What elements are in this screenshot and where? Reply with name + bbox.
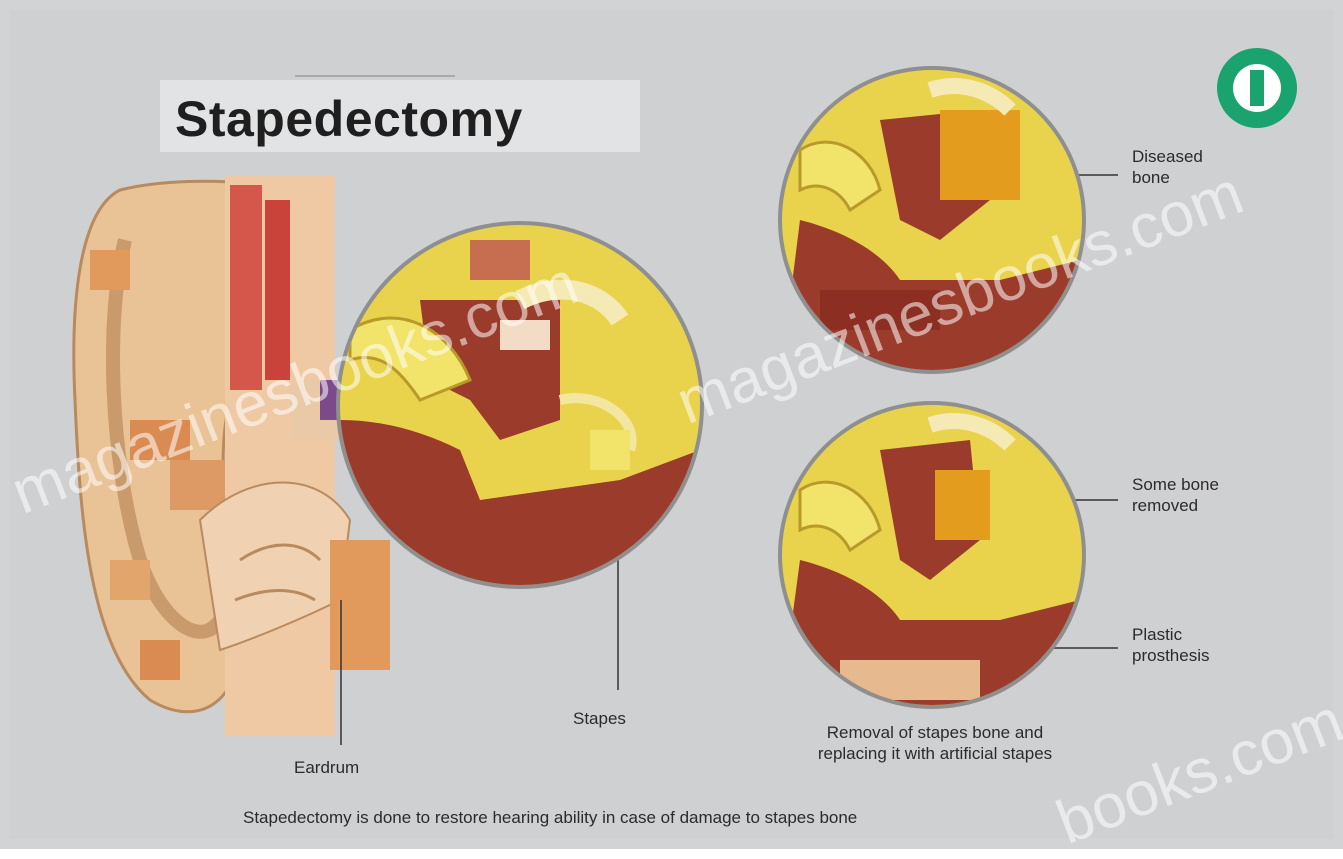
removal-caption: Removal of stapes bone and replacing it …	[760, 722, 1110, 764]
label-eardrum: Eardrum	[294, 757, 359, 778]
label-plastic-prosthesis: Plastic prosthesis	[1132, 624, 1209, 666]
page-title: Stapedectomy	[175, 90, 523, 148]
label-some-bone-removed: Some bone removed	[1132, 474, 1219, 516]
label-diseased-bone: Diseased bone	[1132, 146, 1203, 188]
footer-caption: Stapedectomy is done to restore hearing …	[243, 807, 857, 828]
logo-icon	[1217, 48, 1297, 128]
label-stapes: Stapes	[573, 708, 626, 729]
